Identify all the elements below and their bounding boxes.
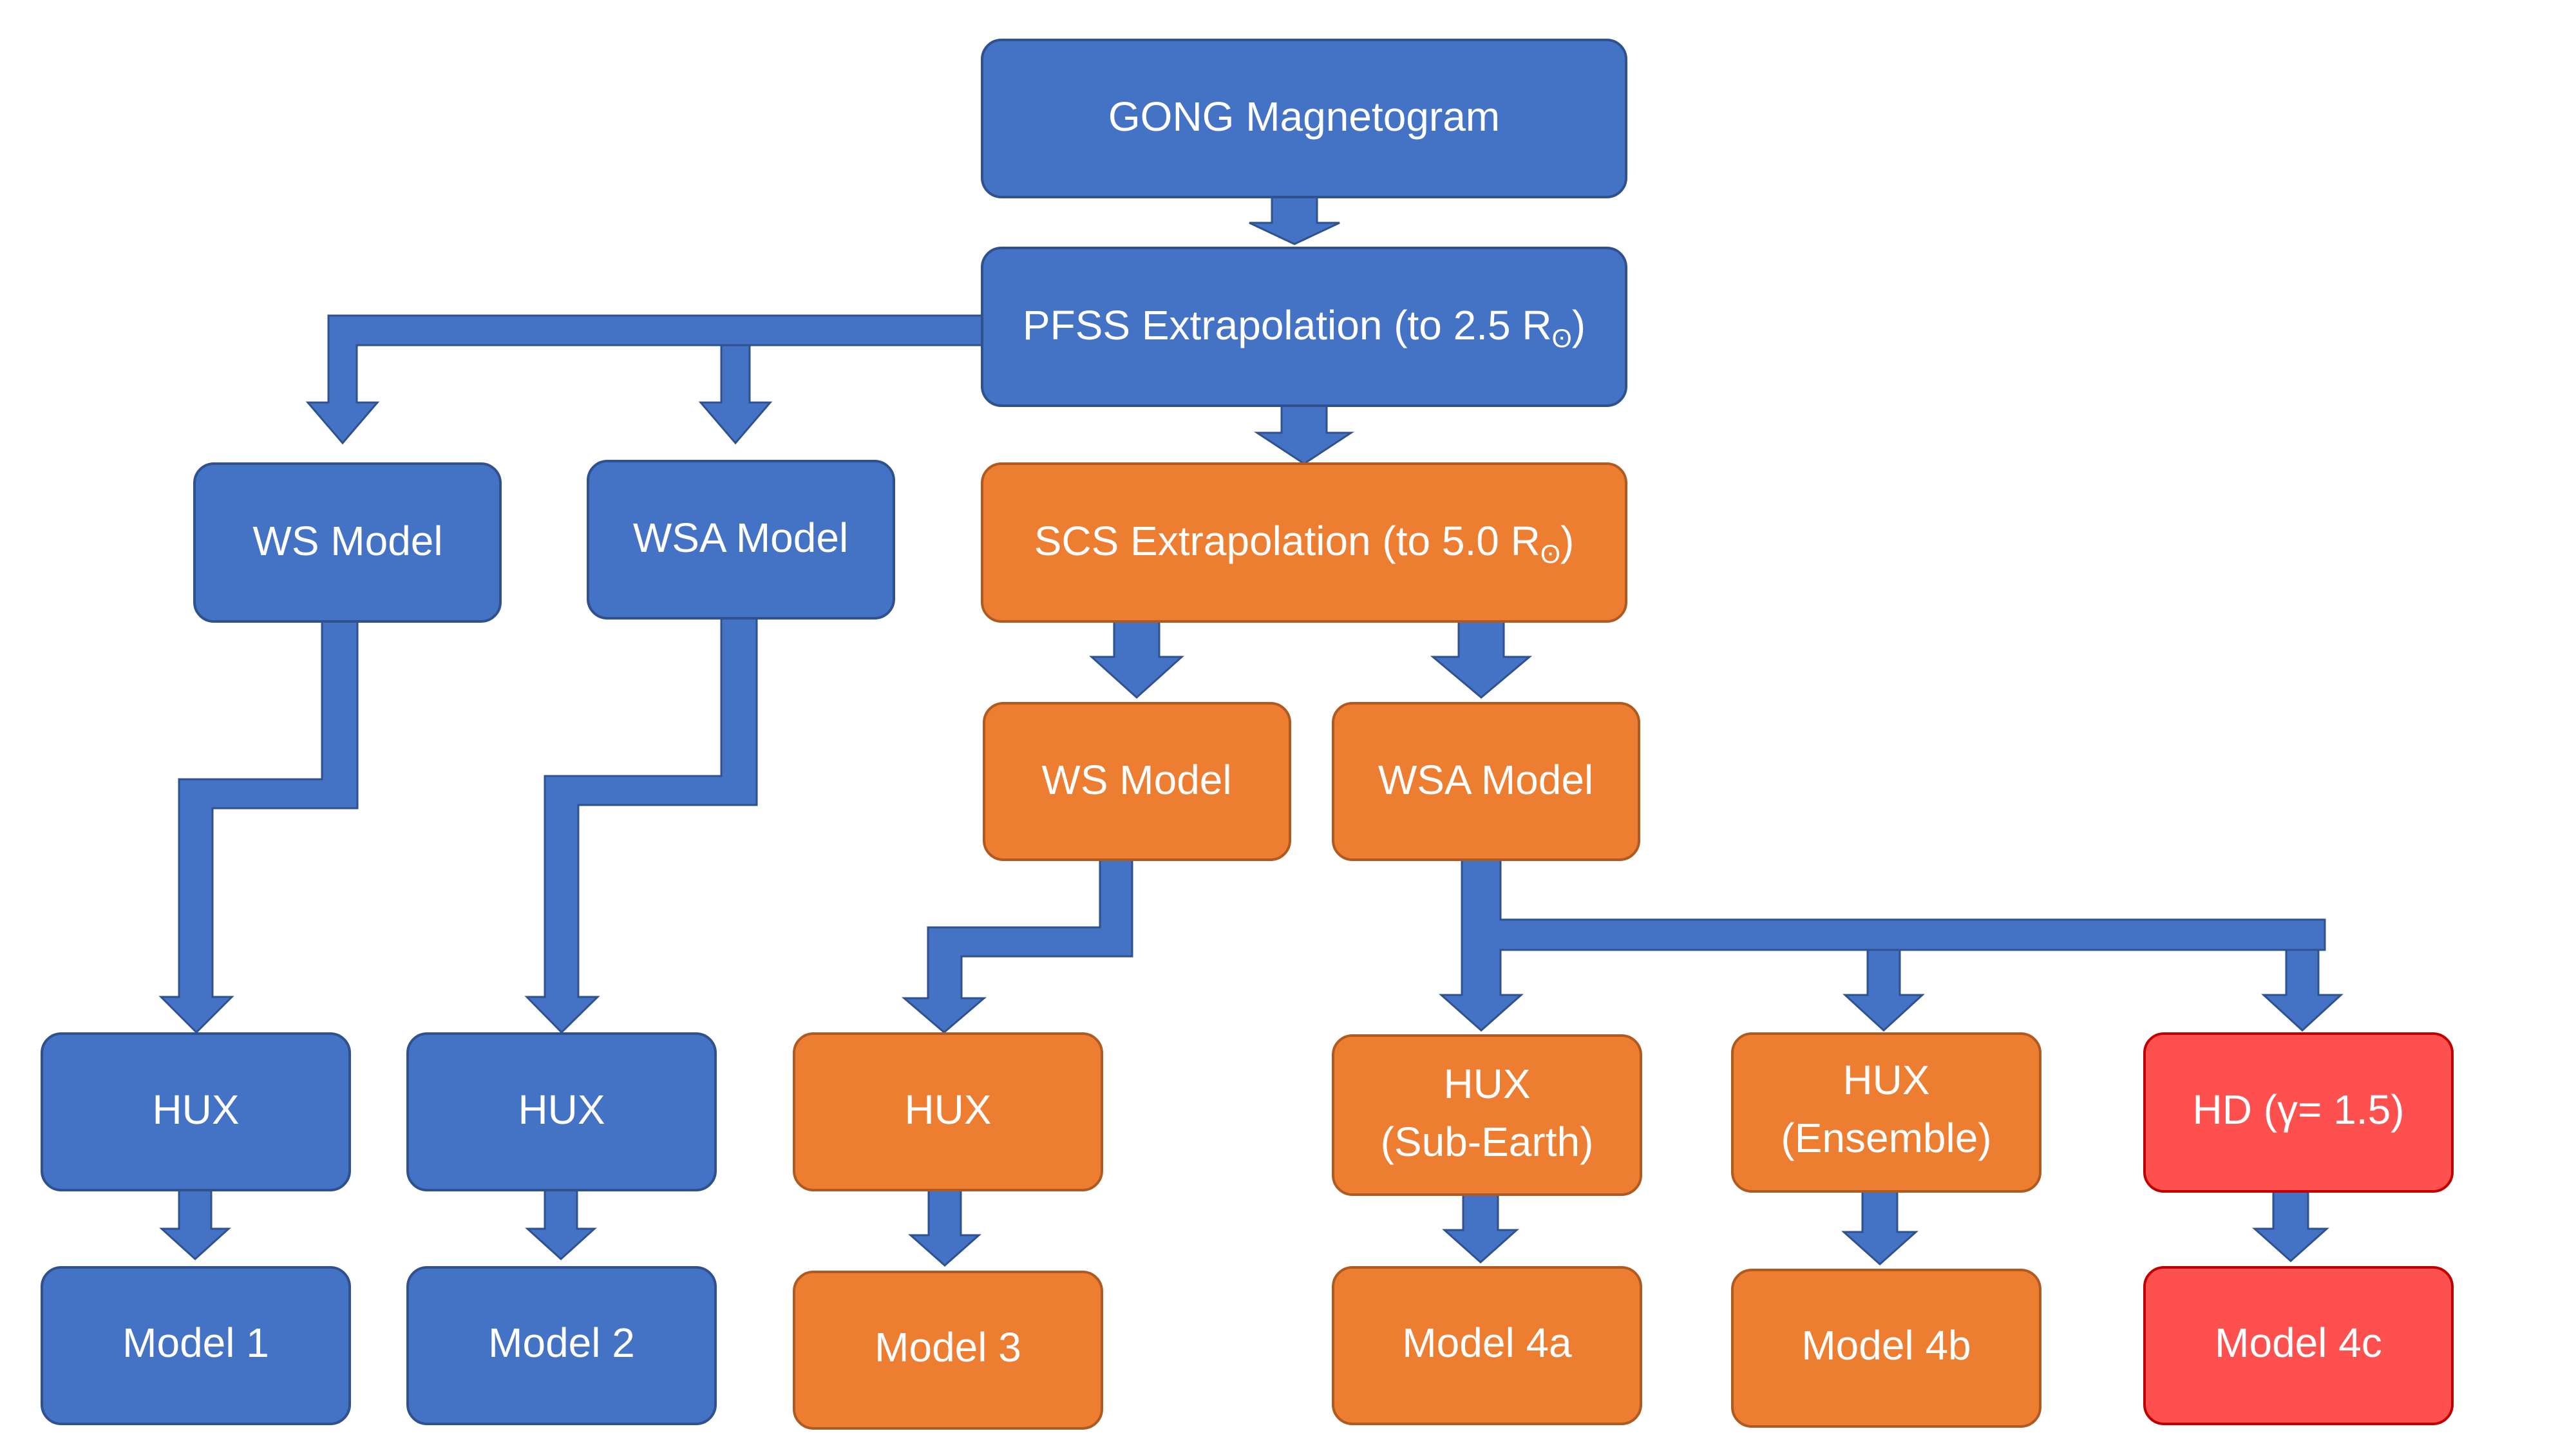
node-label: HUX bbox=[904, 1086, 991, 1133]
node-box bbox=[41, 1266, 351, 1425]
edge-gong-to-pfss bbox=[1249, 196, 1340, 245]
node-scs-extrapolation: SCS Extrapolation (to 5.0 Rʘ) bbox=[981, 462, 1627, 623]
node-label: HUX bbox=[152, 1086, 239, 1133]
edge-hux2-to-model2 bbox=[525, 1189, 597, 1261]
node-label: Model 2 bbox=[488, 1320, 635, 1366]
node-hux-sub-earth: HUX (Sub-Earth) bbox=[1332, 1034, 1642, 1196]
node-model-2: Model 2 bbox=[406, 1266, 717, 1425]
node-hux-3: HUX bbox=[793, 1032, 1103, 1191]
edge-pfss-to-scs bbox=[1253, 404, 1355, 465]
node-box bbox=[2143, 1266, 2454, 1425]
edge-pfss-to-ws-blue bbox=[305, 314, 987, 445]
edge-hd-to-model4c bbox=[2252, 1190, 2329, 1263]
node-label: WS Model bbox=[1041, 757, 1231, 803]
node-box bbox=[1731, 1032, 2041, 1193]
node-hux-ensemble: HUX (Ensemble) bbox=[1731, 1032, 2041, 1193]
node-label: PFSS Extrapolation (to 2.5 Rʘ) bbox=[1023, 302, 1586, 353]
node-model-4c: Model 4c bbox=[2143, 1266, 2454, 1425]
node-box bbox=[406, 1032, 717, 1191]
node-ws-model-orange: WS Model bbox=[983, 702, 1291, 861]
node-box bbox=[1332, 1266, 1642, 1425]
edge-pfss-to-wsa-blue bbox=[698, 344, 773, 445]
node-label: SCS Extrapolation (to 5.0 Rʘ) bbox=[1034, 518, 1575, 569]
edge-wsa-orange-to-hd bbox=[2261, 949, 2344, 1032]
node-hux-2: HUX bbox=[406, 1032, 717, 1191]
edge-scs-to-wsa-orange bbox=[1430, 620, 1533, 699]
node-model-4a: Model 4a bbox=[1332, 1266, 1642, 1425]
node-label: HUX bbox=[518, 1086, 605, 1133]
edge-ws-orange-to-hux3 bbox=[901, 858, 1133, 1034]
node-label: Model 1 bbox=[122, 1320, 269, 1366]
node-wsa-model-orange: WSA Model bbox=[1332, 702, 1640, 861]
node-label: HUX bbox=[1443, 1061, 1530, 1107]
edge-wsa-orange-to-hux4a bbox=[1439, 858, 2326, 1032]
node-label: Model 4b bbox=[1801, 1322, 1971, 1368]
node-box bbox=[587, 460, 895, 620]
node-box bbox=[981, 247, 1627, 407]
node-box bbox=[1332, 702, 1640, 861]
node-wsa-model-blue: WSA Model bbox=[587, 460, 895, 620]
node-box bbox=[406, 1266, 717, 1425]
node-label: WS Model bbox=[252, 518, 442, 564]
node-label: Model 4a bbox=[1402, 1320, 1572, 1366]
edge-scs-to-ws-orange bbox=[1089, 620, 1184, 699]
node-ws-model-blue: WS Model bbox=[193, 462, 502, 623]
node-box bbox=[41, 1032, 351, 1191]
node-model-4b: Model 4b bbox=[1731, 1269, 2041, 1428]
edge-ws-blue-to-hux1 bbox=[158, 620, 359, 1034]
node-pfss-extrapolation: PFSS Extrapolation (to 2.5 Rʘ) bbox=[981, 247, 1627, 407]
node-label: Model 3 bbox=[875, 1324, 1021, 1370]
node-label: WSA Model bbox=[633, 515, 848, 561]
node-hux-1: HUX bbox=[41, 1032, 351, 1191]
edge-hux1-to-model1 bbox=[159, 1189, 231, 1261]
node-box bbox=[1731, 1269, 2041, 1428]
node-label: Model 4c bbox=[2215, 1320, 2382, 1366]
node-box bbox=[1332, 1034, 1642, 1196]
node-label: WSA Model bbox=[1378, 757, 1593, 803]
node-label-secondary: (Ensemble) bbox=[1781, 1115, 1991, 1161]
node-model-1: Model 1 bbox=[41, 1266, 351, 1425]
node-box bbox=[981, 39, 1627, 198]
edge-hux3-to-model3 bbox=[908, 1189, 981, 1267]
node-label: HUX bbox=[1842, 1057, 1929, 1103]
node-box bbox=[2143, 1032, 2454, 1193]
node-box bbox=[793, 1032, 1103, 1191]
edge-hux4b-to-model4b bbox=[1841, 1190, 1918, 1266]
edge-wsa-orange-to-hux4b bbox=[1842, 949, 1925, 1032]
node-box bbox=[793, 1271, 1103, 1430]
node-label-secondary: (Sub-Earth) bbox=[1381, 1119, 1594, 1165]
edge-hux4a-to-model4a bbox=[1442, 1193, 1519, 1264]
edge-wsa-blue-to-hux2 bbox=[524, 617, 758, 1034]
node-label: GONG Magnetogram bbox=[1108, 93, 1500, 140]
connectors bbox=[158, 196, 2344, 1267]
node-hd: HD (γ= 1.5) bbox=[2143, 1032, 2454, 1193]
node-box bbox=[983, 702, 1291, 861]
node-label: HD (γ= 1.5) bbox=[2193, 1086, 2405, 1133]
node-box bbox=[193, 462, 502, 623]
node-model-3: Model 3 bbox=[793, 1271, 1103, 1430]
node-gong-magnetogram: GONG Magnetogram bbox=[981, 39, 1627, 198]
node-box bbox=[981, 462, 1627, 623]
